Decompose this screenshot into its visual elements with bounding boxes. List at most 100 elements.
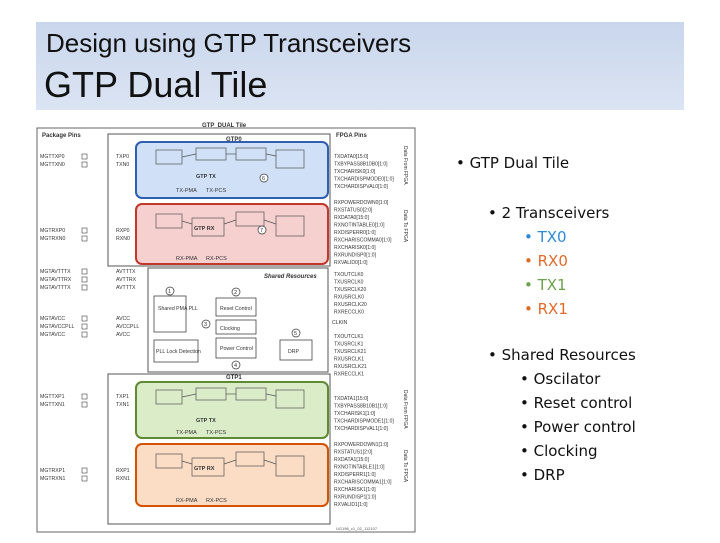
pll-lock-block (153, 339, 199, 363)
inner-pin-rx0-1: RXN0 (116, 236, 130, 242)
slide-subtitle: Design using GTP Transceivers (46, 28, 412, 58)
rx1-pcs-label: RX-PCS (206, 498, 227, 504)
fpga-signal-tx0-2: TXCHARISK0[1:0] (334, 169, 376, 175)
tx1-gtp-label: GTP TX (196, 418, 216, 424)
fpga-signal-rx0-1: RXSTATUS0[2:0] (334, 208, 373, 214)
rx1-block (135, 443, 329, 507)
inner-pin-tx1-0: TXP1 (116, 394, 129, 400)
rx0-circuit (155, 211, 305, 237)
pin-box-pwr-0 (81, 268, 88, 275)
fpga-signal-rx0-6: RXCHARISK0[1:0] (334, 245, 376, 251)
package-pin-vcc-2: MGTAVCC (40, 332, 65, 338)
tx1-data-from-fpga: Data From FPGA (402, 390, 408, 429)
drp-block (279, 339, 313, 361)
fpga-signal-tx1-2: TXCHARISK1[1:0] (334, 411, 376, 417)
package-pin-rx0-1: MGTRXN0 (40, 236, 65, 242)
pin-box-tx1-1 (81, 401, 88, 408)
package-pin-tx1-1: MGTTXN1 (40, 402, 65, 408)
clkin-label: CLKIN (332, 320, 348, 326)
gtp-dual-tile-diagram: GTP_DUAL Tile Package Pins FPGA Pins GTP… (36, 120, 420, 538)
fpga-signal-rx1-8: RXVALID1[1:0] (334, 502, 368, 508)
power-text: Power Control (220, 346, 253, 352)
tx0-pma-label: TX-PMA (176, 188, 197, 194)
bullet-tx0: • TX0 (524, 228, 567, 246)
rx0-data-to-fpga: Data To FPGA (402, 210, 408, 243)
pin-box-rx1-0 (81, 467, 88, 474)
inner-pin-rx1-1: RXN1 (116, 476, 130, 482)
fpga-signal-tx1-1: TXBYPASS8B10B1[1:0] (334, 404, 388, 410)
fpga-signal-rx0-5: RXCHARISCOMMA0[1:0] (334, 238, 392, 244)
inner-pin-pwr-2: AVTTTX (116, 285, 136, 291)
shared-label: Shared Resources (264, 274, 317, 280)
package-pin-tx1-0: MGTTXP1 (40, 394, 65, 400)
inner-pin-tx0-1: TXN0 (116, 162, 129, 168)
tx1-pcs-label: TX-PCS (206, 430, 227, 436)
rx1-data-to-fpga: Data To FPGA (402, 450, 408, 483)
diagram-svg: GTP_DUAL Tile Package Pins FPGA Pins GTP… (36, 123, 416, 533)
gtp1-frame (107, 373, 331, 525)
bullet-tx1: • TX1 (524, 276, 567, 294)
bullet-reset-control: • Reset control (520, 394, 633, 412)
fpga-signal-sh0-4: RXUSRCLK20 (334, 302, 367, 308)
package-pin-rx1-0: MGTRXP1 (40, 468, 65, 474)
fpga-signal-rx0-4: RXDISPERR0[1:0] (334, 230, 376, 236)
pin-box-pwr-2 (81, 284, 88, 291)
rx0-gtp-label: GTP RX (194, 226, 215, 232)
fpga-signal-rx1-4: RXDISPERR1[1:0] (334, 472, 376, 478)
rx1-circuit (155, 451, 305, 477)
shared-frame (147, 267, 329, 373)
figure-id: UG196_c1_02_112107 (336, 526, 378, 531)
package-pin-tx0-0: MGTTXP0 (40, 154, 65, 160)
pin-box-pwr-1 (81, 276, 88, 283)
clocking-text: Clocking (220, 326, 240, 332)
fpga-signal-sh0-2: TXUSRCLK20 (334, 287, 366, 293)
num-7: 7 (260, 228, 263, 234)
num-3: 3 (204, 322, 207, 328)
rx0-pma-label: RX-PMA (176, 256, 198, 262)
bullet-2-transceivers: • 2 Transceivers (488, 204, 610, 222)
gtp0-frame (107, 133, 331, 267)
rx0-block (135, 203, 329, 265)
inner-pin-pwr-1: AVTTRX (116, 277, 137, 283)
fpga-signal-rx0-0: RXPOWERDOWN0[1:0] (334, 200, 389, 206)
fpga-signal-rx1-7: RXRUNDISP1[1:0] (334, 495, 377, 501)
bullet-rx0: • RX0 (524, 252, 568, 270)
fpga-signal-rx1-3: RXNOTINTABLE1[1:0] (334, 465, 385, 471)
num-5: 5 (294, 331, 297, 337)
gtp0-label: GTP0 (226, 137, 242, 143)
bullet-gtp-dual-tile: • GTP Dual Tile (456, 154, 570, 172)
inner-pin-rx1-0: RXP1 (116, 468, 130, 474)
package-pin-pwr-2: MGTAVTTTX (40, 285, 71, 291)
fpga-signal-rx1-2: RXDATA1[15:0] (334, 457, 369, 463)
num-2: 2 (234, 290, 237, 296)
bullet-rx1: • RX1 (524, 300, 568, 318)
fpga-signal-sh1-5: RXRECCLK1 (334, 372, 364, 378)
fpga-signal-sh1-4: RXUSRCLK21 (334, 364, 367, 370)
fpga-signal-tx0-3: TXCHARDISPMODE0[1:0] (334, 177, 394, 183)
fpga-signal-sh0-3: RXUSRCLK0 (334, 295, 364, 301)
fpga-signal-rx1-5: RXCHARISCOMMA1[1:0] (334, 480, 392, 486)
num-4: 4 (234, 363, 237, 369)
package-pin-vcc-0: MGTAVCC (40, 316, 65, 322)
tx0-data-from-fpga: Data From FPGA (402, 146, 408, 185)
title-band: Design using GTP Transceivers GTP Dual T… (36, 22, 684, 110)
fpga-signal-sh0-0: TXOUTCLK0 (334, 272, 364, 278)
fpga-signal-tx0-4: TXCHARDISPVAL0[1:0] (334, 184, 388, 190)
bullet-power-control: • Power control (520, 418, 636, 436)
number-circles (165, 173, 301, 370)
package-pin-tx0-1: MGTTXN0 (40, 162, 65, 168)
tx1-pma-label: TX-PMA (176, 430, 197, 436)
package-pins-label: Package Pins (42, 133, 81, 139)
inner-pin-tx1-1: TXN1 (116, 402, 129, 408)
shared-blocks (153, 295, 313, 363)
package-pin-rx1-1: MGTRXN1 (40, 476, 65, 482)
inner-pin-vcc-1: AVCCPLL (116, 324, 139, 330)
inner-pin-rx0-0: RXP0 (116, 228, 130, 234)
pin-box-tx0-0 (81, 153, 88, 160)
fpga-signal-rx1-6: RXCHARISK1[1:0] (334, 487, 376, 493)
tx1-block (135, 381, 329, 439)
num-1: 1 (168, 289, 171, 295)
fpga-signal-sh1-3: RXUSRCLK1 (334, 357, 364, 363)
reset-text: Reset Control (220, 306, 252, 312)
